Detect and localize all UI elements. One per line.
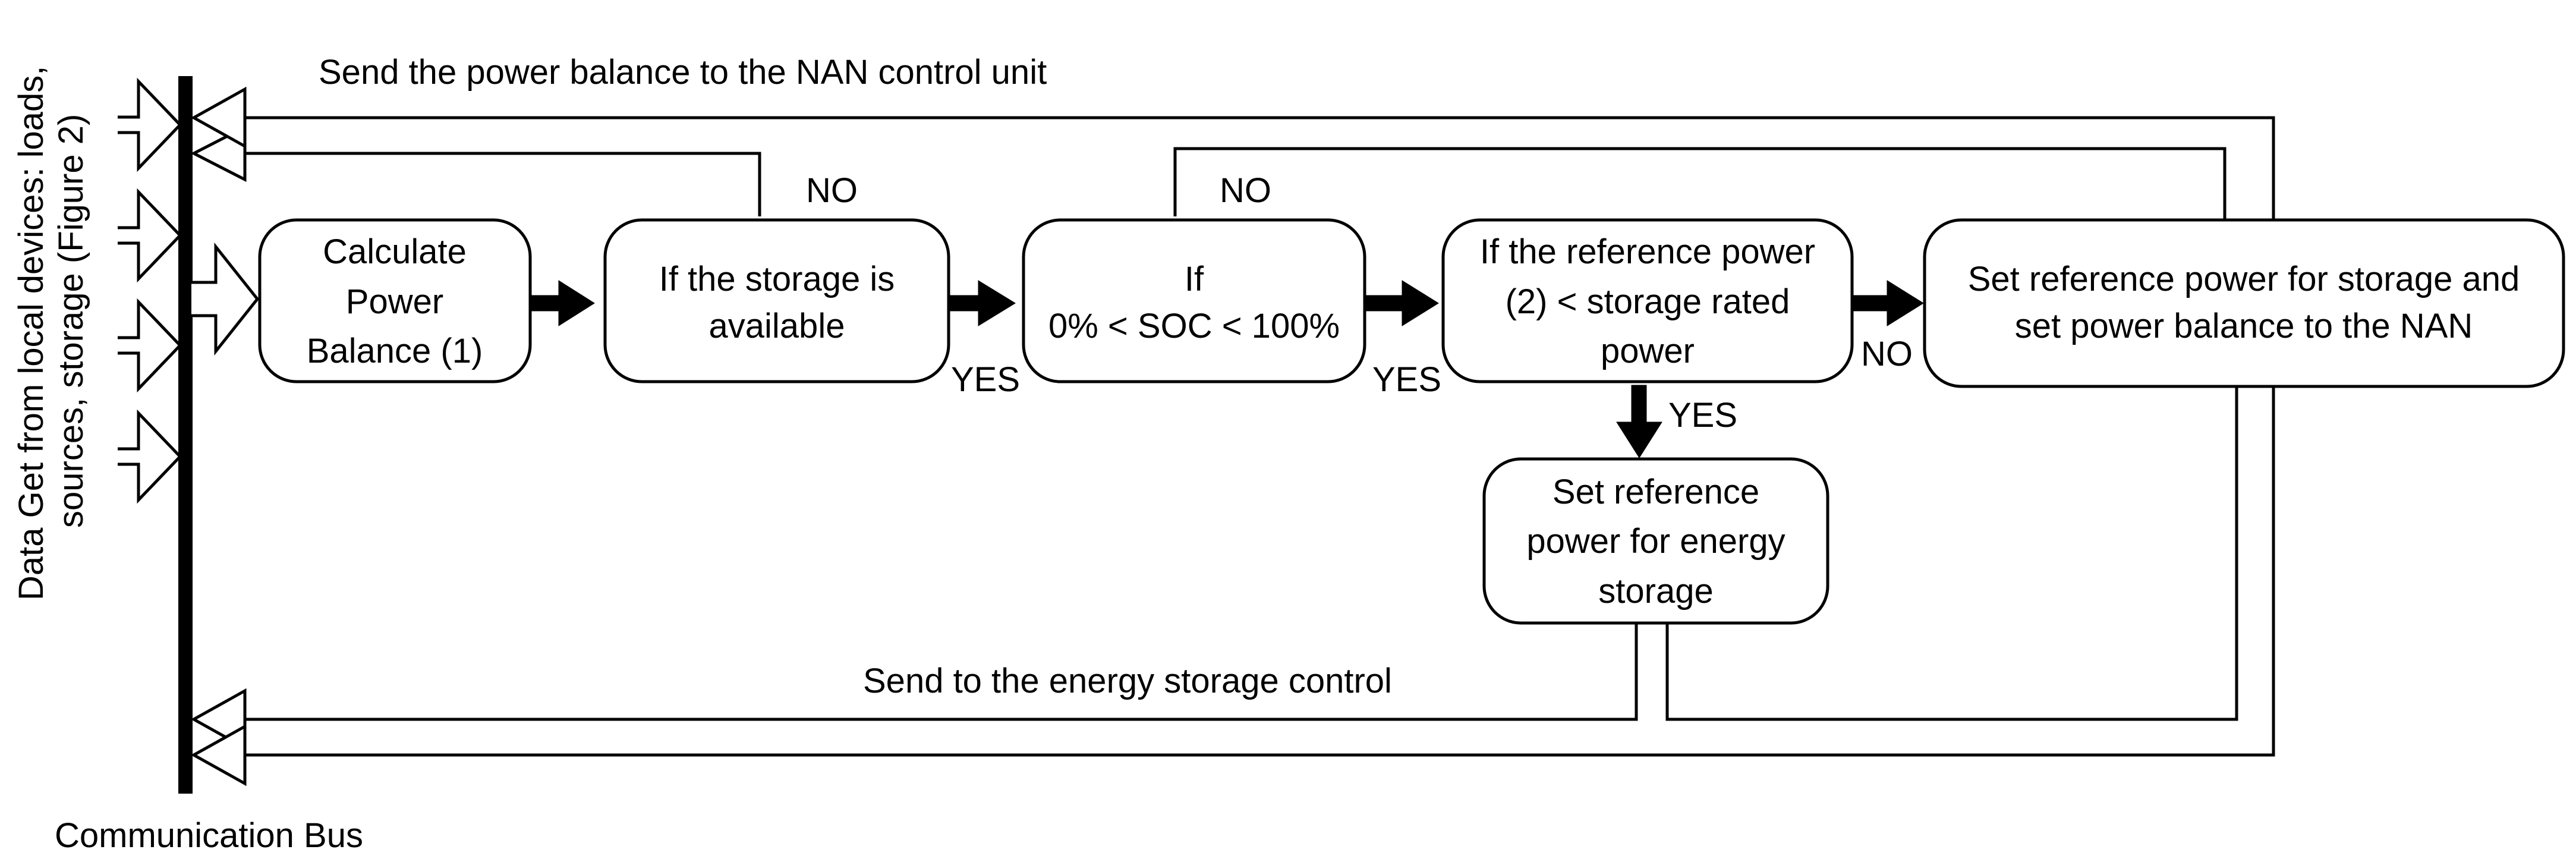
storage-available-box [603,218,950,383]
ref-power-line-1: If the reference power [1480,232,1815,271]
ref-power-line-3: power [1601,332,1695,370]
data-input-arrows [118,77,182,504]
side-label-line-1: Data Get from local devices: loads, [12,66,51,600]
set-ref-energy-line-1: Set reference [1552,473,1759,511]
yes-label-1: YES [951,360,1020,399]
set-ref-nan-line-2: set power balance to the NAN [2015,307,2473,345]
no-path-line [245,147,2227,221]
ref-power-box [1441,218,1854,383]
no-label-1: NO [806,171,858,210]
loop-line [245,383,2275,757]
set-ref-energy-line-3: storage [1598,572,1713,611]
calc-line-3: Balance (1) [307,332,483,370]
calc-line-1: Calculate [323,232,467,271]
side-label-line-2: sources, storage (Figure 2) [52,114,90,528]
bus-to-calc-arrow [191,242,260,356]
bus-label: Communication Bus [55,816,363,855]
set-ref-energy-box [1482,457,1829,625]
set-ref-energy-line-2: power for energy [1526,522,1785,561]
send-nan-arrowhead [190,86,247,149]
set-ref-nan-line-1: Set reference power for storage and [1968,260,2520,298]
soc-box [1022,218,1366,383]
storage-available-line-1: If the storage is [659,260,895,298]
loop-arrowhead [190,723,247,787]
storage-available-line-2: available [709,307,845,345]
calc-power-balance-box [258,218,532,383]
soc-line-1: If [1185,260,1204,298]
ref-power-line-2: (2) < storage rated [1506,282,1790,321]
calc-line-2: Power [346,282,443,321]
send-nan-label: Send the power balance to the NAN contro… [319,53,1047,92]
send-storage-label: Send to the energy storage control [863,662,1392,700]
yes-label-3: YES [1668,396,1737,435]
soc-line-2: 0% < SOC < 100% [1048,307,1340,345]
send-storage-line [245,624,1638,721]
flow-arrows [530,280,1924,458]
set-ref-nan-box [1923,218,2565,388]
yes-label-2: YES [1372,360,1441,399]
no-label-3: NO [1861,335,1913,373]
no-label-2: NO [1220,171,1271,210]
